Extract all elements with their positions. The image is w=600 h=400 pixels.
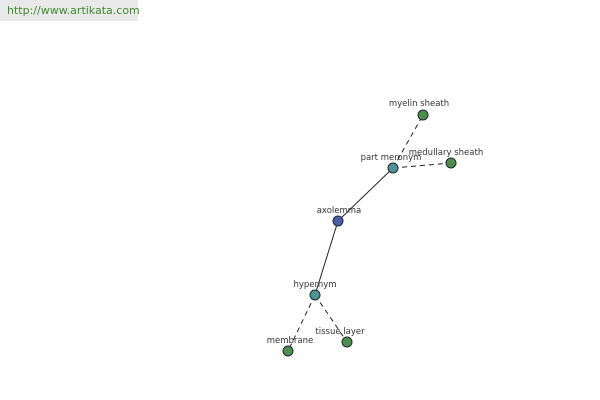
edge-part-meronym-to-myelin-sheath (392, 114, 424, 169)
site-url-link[interactable]: http://www.artikata.com (7, 4, 140, 17)
node-axolemma[interactable] (332, 215, 344, 227)
edge-hypernym-to-membrane (287, 294, 316, 352)
node-label-membrane[interactable]: membrane (267, 336, 314, 346)
node-hypernym[interactable] (309, 289, 321, 301)
node-medullary-sheath[interactable] (445, 157, 457, 169)
node-myelin-sheath[interactable] (417, 109, 429, 121)
edge-axolemma-to-hypernym (314, 220, 339, 296)
edge-part-meronym-to-medullary-sheath (392, 162, 452, 169)
edge-axolemma-to-part-meronym (337, 167, 394, 222)
node-membrane[interactable] (282, 345, 294, 357)
node-label-medullary-sheath[interactable]: medullary sheath (409, 148, 483, 158)
node-label-tissue-layer[interactable]: tissue layer (315, 327, 365, 337)
nodes-layer (282, 109, 457, 357)
node-tissue-layer[interactable] (341, 336, 353, 348)
node-label-axolemma[interactable]: axolemma (317, 206, 362, 216)
labels-layer: axolemma part meronym hypernym myelin sheat… (267, 99, 483, 346)
node-label-part-meronym[interactable]: part meronym (361, 153, 422, 163)
node-label-hypernym[interactable]: hypernym (293, 280, 336, 290)
node-label-myelin-sheath[interactable]: myelin sheath (389, 99, 449, 109)
edge-hypernym-to-tissue-layer (314, 294, 348, 343)
edges-layer (287, 114, 452, 352)
node-part-meronym[interactable] (387, 162, 399, 174)
url-bar: http://www.artikata.com (0, 0, 140, 21)
